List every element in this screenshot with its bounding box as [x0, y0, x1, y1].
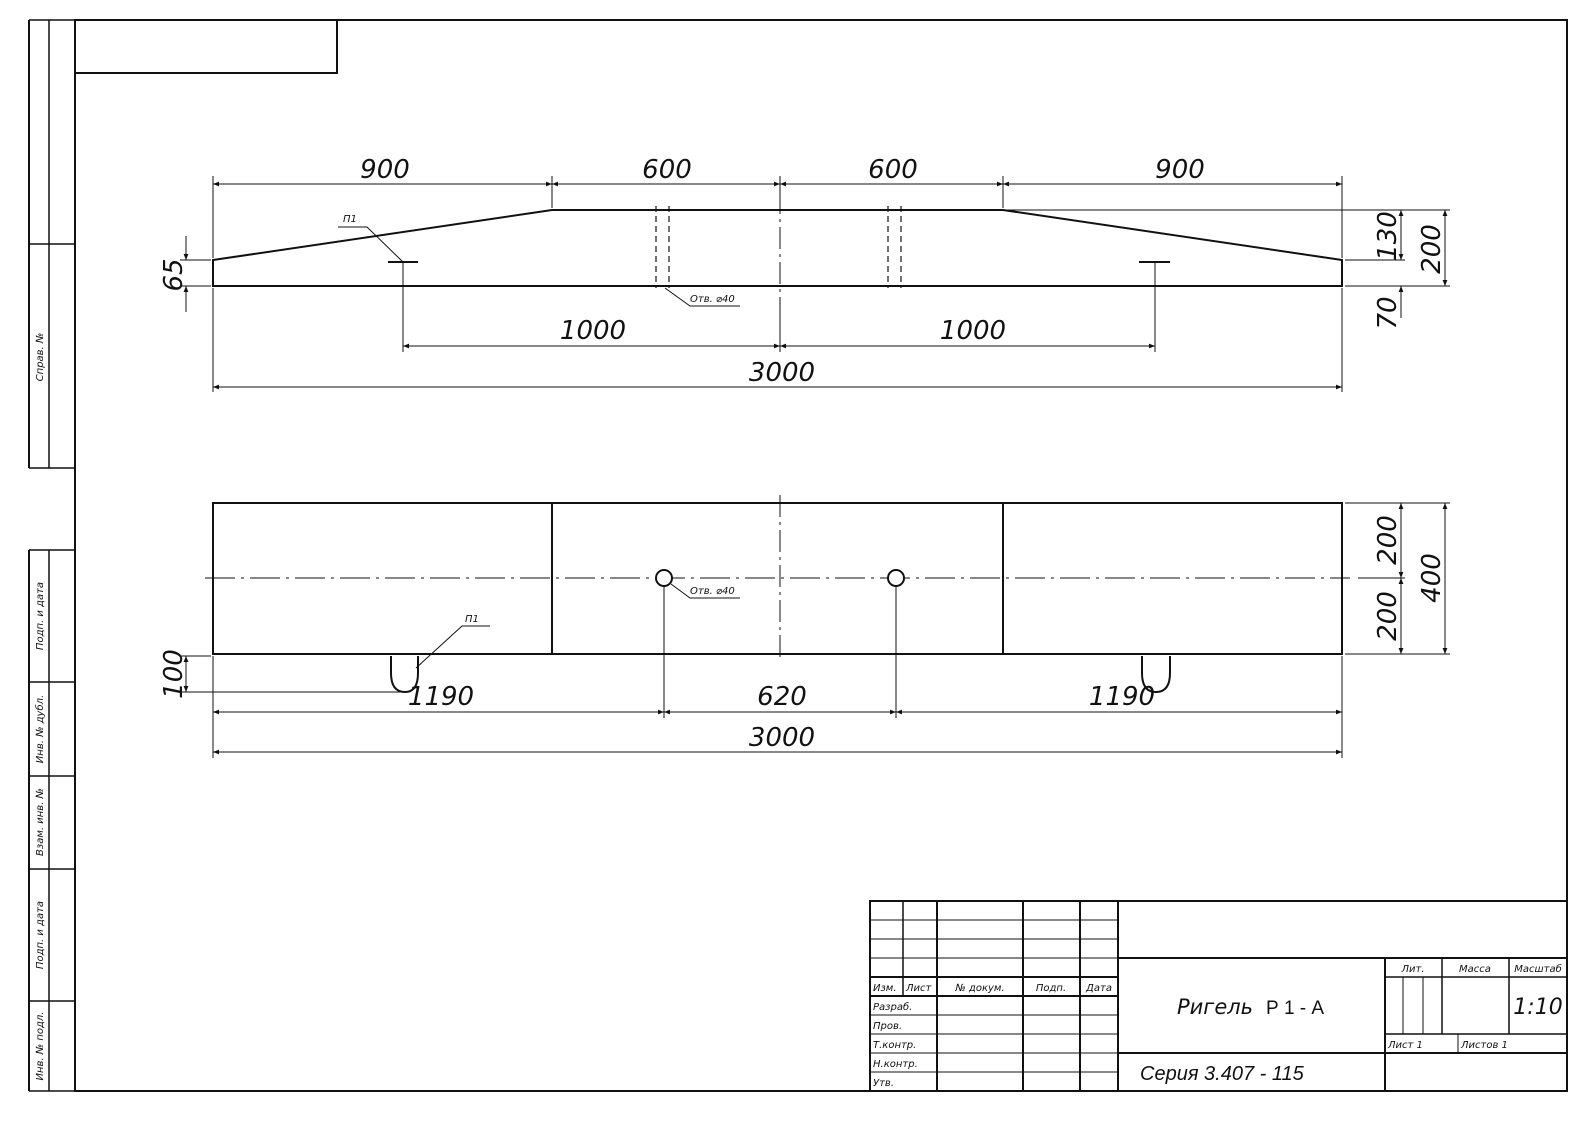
tb-scale-value: 1:10	[1513, 995, 1562, 1020]
hole-right	[887, 569, 905, 587]
dim-3000-top: 3000	[749, 723, 815, 753]
leader-label-p1-front: П1	[343, 214, 357, 225]
tb-sheets: Листов 1	[1460, 1040, 1508, 1051]
dim-200-front: 200	[1417, 224, 1447, 274]
label-vzam-inv: Взам. инв. №	[35, 788, 46, 856]
dim-70: 70	[1373, 296, 1403, 329]
dim-3000-front: 3000	[749, 358, 815, 388]
top-view: 200 200 400 100 1190 620 1190 3000 П1 От…	[159, 495, 1450, 758]
dim-200-bottom: 200	[1373, 591, 1403, 641]
dim-620: 620	[757, 682, 807, 712]
sheet-frame	[28, 19, 1568, 1092]
title-block: Изм. Лист № докум. Подп. Дата Разраб. Пр…	[869, 900, 1568, 1092]
dim-400: 400	[1417, 553, 1447, 603]
tb-sheet: Лист 1	[1387, 1040, 1423, 1051]
tb-lit: Лит.	[1400, 964, 1424, 975]
dim-1000-left: 1000	[560, 316, 626, 346]
tb-massa: Масса	[1459, 964, 1491, 975]
leader-label-hole-front: Отв. ⌀40	[690, 294, 735, 305]
tb-name-code: Р 1 - А	[1266, 998, 1324, 1019]
dim-200-top: 200	[1373, 515, 1403, 565]
tb-series: Серия 3.407 - 115	[1140, 1063, 1305, 1085]
leader-line-hole-top	[670, 583, 740, 599]
tb-t-kontr: Т.контр.	[873, 1040, 916, 1051]
tb-n-dokum: № докум.	[954, 983, 1004, 994]
dim-900-left: 900	[360, 155, 410, 185]
hole-hidden-lines	[655, 206, 902, 288]
leader-label-hole-top: Отв. ⌀40	[690, 586, 735, 597]
dim-1190-left: 1190	[408, 682, 474, 712]
dim-65: 65	[159, 258, 189, 291]
leader-line-hole-front	[664, 287, 740, 307]
hole-left	[655, 569, 673, 587]
tb-list: Лист	[905, 983, 933, 994]
dim-900-right: 900	[1155, 155, 1205, 185]
tb-name-word: Ригель	[1177, 995, 1253, 1019]
beam-outline-front	[212, 209, 1343, 287]
label-inv-dubl: Инв. № дубл.	[34, 695, 46, 763]
tb-razrab: Разраб.	[873, 1001, 912, 1013]
tb-masshtab: Масштаб	[1514, 963, 1562, 975]
dim-1000-right: 1000	[940, 316, 1006, 346]
front-view: 900 600 600 900 1000 1000 3000 65 130 20…	[159, 155, 1450, 392]
label-podp-data-2: Подп. и дата	[35, 901, 46, 969]
leader-label-p1-top: П1	[465, 614, 479, 625]
tb-utv: Утв.	[873, 1078, 894, 1089]
side-stamp-labels: Справ. № Подп. и дата Инв. № дубл. Взам.…	[34, 333, 46, 1081]
label-podp-data-1: Подп. и дата	[35, 582, 46, 650]
dim-1190-right: 1190	[1089, 682, 1155, 712]
tb-izm: Изм.	[873, 983, 897, 994]
tb-podp: Подп.	[1036, 983, 1066, 994]
dim-100: 100	[159, 649, 189, 699]
tb-n-kontr: Н.контр.	[873, 1059, 918, 1070]
label-sprav: Справ. №	[35, 333, 46, 382]
dim-600-right: 600	[868, 155, 918, 185]
tb-data: Дата	[1085, 983, 1112, 994]
lifting-loop-right	[1141, 656, 1171, 694]
tb-prov: Пров.	[873, 1021, 902, 1032]
label-inv-podl: Инв. № подл.	[35, 1012, 46, 1081]
leader-line-p1-top	[415, 625, 490, 669]
dim-600-left: 600	[642, 155, 692, 185]
dim-130: 130	[1373, 211, 1403, 261]
leader-line-p1-front	[338, 226, 404, 263]
